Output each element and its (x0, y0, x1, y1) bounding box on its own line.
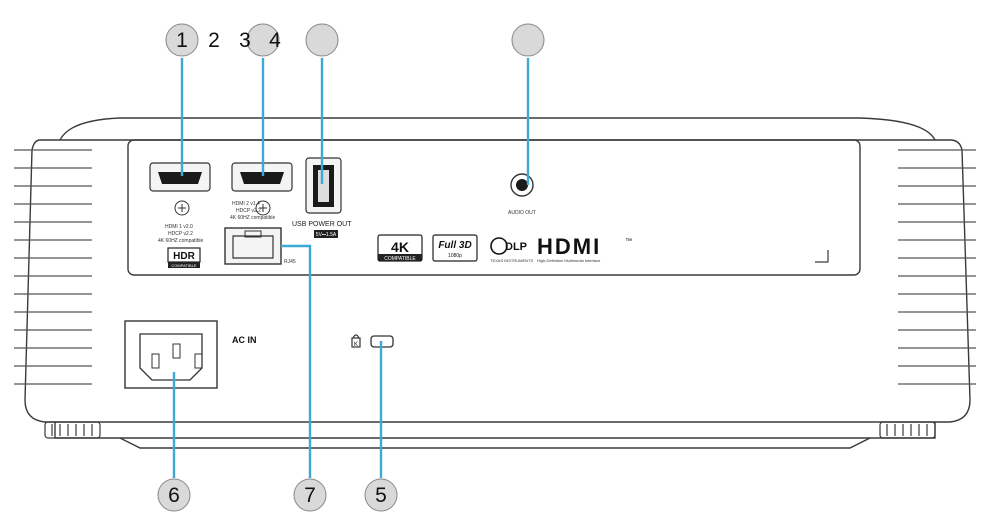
foot-right (879, 421, 936, 439)
vent-right (898, 149, 976, 385)
projector-body (24, 117, 971, 449)
hdmi-2-sub2: 4K 60HZ compatible (230, 215, 276, 221)
hdmi-2-sub1: HDCP v2.2 (236, 208, 261, 214)
hdmi-1-sub1: HDCP v2.2 (168, 231, 193, 237)
svg-text:5: 5 (375, 484, 387, 507)
svg-text:7: 7 (304, 484, 316, 507)
ac-in-label: AC IN (232, 335, 257, 345)
callout-circle (511, 23, 545, 57)
svg-text:DLP: DLP (505, 241, 527, 253)
logo-full-3d: Full 3D 1080p (432, 234, 478, 262)
svg-text:HDR: HDR (173, 251, 195, 262)
screw-icon (174, 200, 190, 216)
svg-text:COMPATIBLE: COMPATIBLE (384, 256, 416, 262)
ac-in-socket (124, 320, 218, 389)
svg-text:COMPATIBLE: COMPATIBLE (171, 263, 197, 268)
svg-text:K: K (354, 342, 358, 348)
svg-text:Full 3D: Full 3D (438, 240, 471, 251)
svg-text:High-Definition Multimedia Int: High-Definition Multimedia Interface (537, 258, 601, 263)
hdmi-1-label: HDMI 1 v2.0 (165, 224, 193, 230)
svg-text:TEXAS INSTRUMENTS: TEXAS INSTRUMENTS (490, 258, 533, 263)
svg-text:4: 4 (269, 29, 281, 52)
hdmi-1-sub2: 4K 60HZ compatible (158, 238, 204, 244)
hdr-badge: HDR COMPATIBLE (167, 247, 201, 268)
callout-circle: 5 (364, 478, 398, 512)
audio-out-jack (510, 173, 534, 197)
callout-circle: 6 (157, 478, 191, 512)
vent-left (14, 149, 92, 385)
usb-power-port (305, 157, 342, 214)
usb-sub: 5V⎓1.5A (316, 232, 337, 238)
svg-text:™: ™ (625, 238, 632, 245)
callout-circle (305, 23, 339, 57)
rj45-port (224, 227, 282, 265)
svg-text:1: 1 (176, 29, 188, 52)
svg-text:6: 6 (168, 484, 180, 507)
svg-text:3: 3 (239, 29, 251, 52)
svg-text:1080p: 1080p (448, 253, 462, 259)
kensington-lock-icon: K (351, 334, 361, 348)
logo-dlp: DLP TEXAS INSTRUMENTS (490, 237, 533, 263)
logo-hdmi: HDMI ™ High-Definition Multimedia Interf… (537, 234, 632, 263)
io-panel (127, 139, 861, 276)
hdmi-1-port (149, 162, 211, 192)
callout-circle: 1 2 (165, 23, 220, 57)
svg-text:4K: 4K (391, 239, 409, 255)
hdmi-2-label: HDMI 2 v1.4 (232, 201, 260, 207)
audio-out-label: AUDIO OUT (508, 210, 536, 216)
callout-circle: 3 4 (239, 23, 281, 57)
usb-label: USB POWER OUT (292, 221, 352, 228)
svg-text:HDMI: HDMI (537, 234, 601, 259)
rj45-label: RJ45 (284, 259, 296, 265)
callout-circle: 7 (293, 478, 327, 512)
foot-left (44, 421, 101, 439)
svg-text:2: 2 (208, 29, 220, 52)
screw-icon (255, 200, 271, 216)
callout-lines (172, 58, 530, 478)
logo-4k: 4K COMPATIBLE (377, 234, 423, 262)
